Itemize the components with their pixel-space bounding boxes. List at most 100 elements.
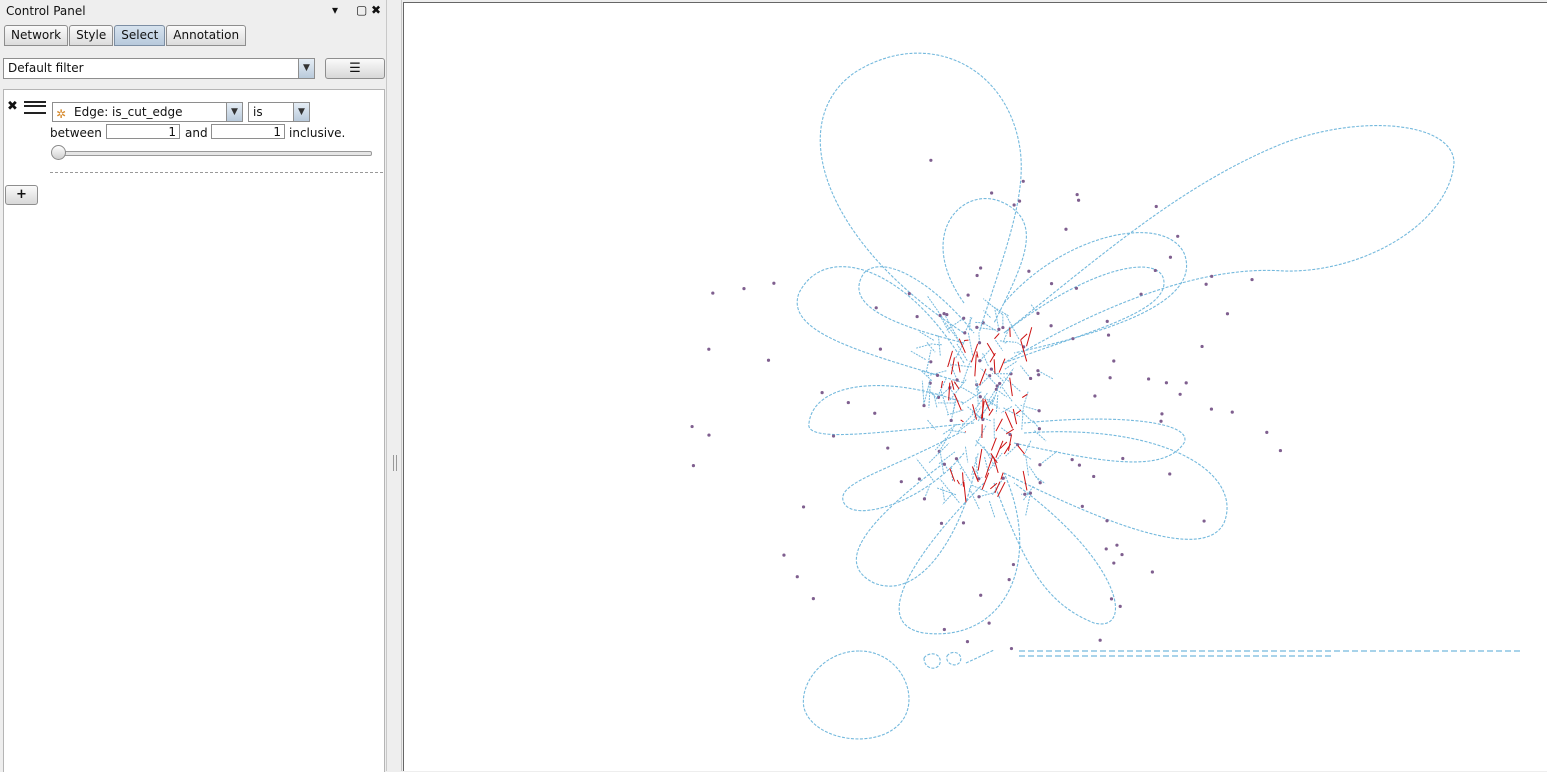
network-node[interactable] [1210,275,1213,278]
network-node[interactable] [742,287,745,290]
network-node[interactable] [1105,519,1108,522]
network-node[interactable] [918,477,921,480]
network-edge[interactable] [928,420,936,430]
network-node[interactable] [690,425,693,428]
network-node[interactable] [875,306,878,309]
network-node[interactable] [1185,381,1188,384]
cut-edge[interactable] [991,438,996,451]
network-edge[interactable] [945,323,963,346]
network-edge[interactable] [1000,341,1016,343]
float-window-icon[interactable]: ▢ [356,3,367,17]
network-edge[interactable] [951,401,955,420]
network-edge[interactable] [1001,427,1010,434]
add-condition-button[interactable]: + [5,185,38,205]
network-node[interactable] [1112,561,1115,564]
network-edge[interactable] [856,463,974,586]
network-canvas[interactable] [403,2,1547,771]
cut-edge[interactable] [994,333,999,338]
network-node[interactable] [1013,203,1016,206]
network-node[interactable] [1071,458,1074,461]
network-node[interactable] [1205,283,1208,286]
network-edge[interactable] [1029,467,1040,483]
network-edge[interactable] [975,425,986,446]
cut-edge[interactable] [996,419,1002,431]
cut-edge[interactable] [963,472,964,486]
network-node[interactable] [1038,463,1041,466]
network-edge[interactable] [963,360,971,381]
network-node[interactable] [1071,337,1074,340]
network-view[interactable] [404,3,1547,771]
network-node[interactable] [1076,193,1079,196]
network-node[interactable] [1106,320,1109,323]
network-edge[interactable] [928,296,945,320]
drag-handle-icon[interactable] [24,101,46,114]
tab-annotation[interactable]: Annotation [166,25,246,46]
network-edge[interactable] [975,469,977,472]
network-node[interactable] [966,640,969,643]
network-node[interactable] [1265,431,1268,434]
network-edge[interactable] [960,386,976,396]
network-node[interactable] [1154,269,1157,272]
network-edge[interactable] [950,363,957,380]
max-value-input[interactable]: 1 [211,124,285,139]
network-node[interactable] [1018,200,1021,203]
network-node[interactable] [1176,235,1179,238]
network-edge[interactable] [991,369,1003,382]
network-node[interactable] [1016,443,1019,446]
network-node[interactable] [1120,553,1123,556]
network-edge[interactable] [1014,419,1185,462]
network-edge[interactable] [1021,366,1031,379]
network-node[interactable] [942,312,945,315]
network-node[interactable] [1139,293,1142,296]
network-node[interactable] [1029,377,1032,380]
tab-style[interactable]: Style [69,25,113,46]
network-node[interactable] [1200,345,1203,348]
cut-edge[interactable] [982,473,989,490]
network-node[interactable] [923,497,926,500]
network-node[interactable] [847,401,850,404]
network-node[interactable] [956,378,959,381]
network-node[interactable] [988,622,991,625]
network-node[interactable] [832,434,835,437]
network-node[interactable] [997,328,1000,331]
network-node[interactable] [1202,519,1205,522]
network-node[interactable] [767,359,770,362]
remove-condition-icon[interactable]: ✖ [7,99,18,114]
splitter-grip-icon[interactable] [393,455,397,471]
network-edge[interactable] [1000,368,1014,388]
network-node[interactable] [1092,475,1095,478]
network-node[interactable] [1075,287,1078,290]
network-edge[interactable] [933,344,942,345]
network-edge[interactable] [1004,377,1021,391]
cut-edge[interactable] [951,357,954,374]
network-node[interactable] [979,395,982,398]
cut-edge[interactable] [964,482,966,503]
network-edge[interactable] [859,267,974,343]
network-node[interactable] [1077,199,1080,202]
cut-edge[interactable] [965,432,966,433]
network-edge[interactable] [1004,126,1454,363]
network-node[interactable] [1107,333,1110,336]
network-node[interactable] [1121,457,1124,460]
network-node[interactable] [1099,639,1102,642]
network-edge[interactable] [982,353,988,366]
network-node[interactable] [1179,393,1182,396]
cut-edge[interactable] [1023,471,1027,490]
network-node[interactable] [966,293,969,296]
network-node[interactable] [802,505,805,508]
network-node[interactable] [772,282,775,285]
chevron-down-icon[interactable]: ▼ [298,59,314,78]
triangle-down-icon[interactable]: ▾ [332,3,338,17]
network-edge[interactable] [969,488,979,509]
network-node[interactable] [1036,312,1039,315]
network-node[interactable] [692,464,695,467]
network-node[interactable] [782,554,785,557]
network-edge[interactable] [910,351,925,360]
network-node[interactable] [940,522,943,525]
network-node[interactable] [975,274,978,277]
network-node[interactable] [812,597,815,600]
cut-edge[interactable] [995,482,1000,493]
network-node[interactable] [1038,427,1041,430]
network-edge[interactable] [1024,455,1031,460]
network-edge[interactable] [924,486,929,499]
